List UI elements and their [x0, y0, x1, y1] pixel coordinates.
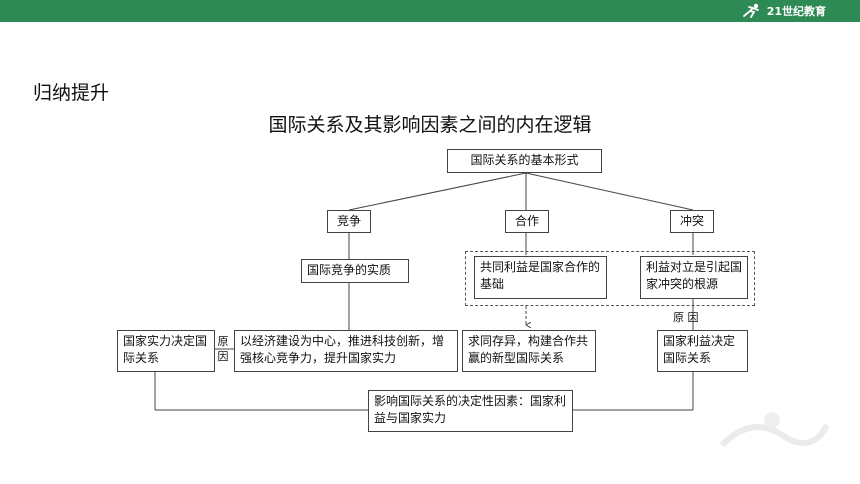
label-cause-left: 原因 — [217, 335, 229, 363]
node-strategy: 以经济建设为中心，推进科技创新，增强核心竞争力，提升国家实力 — [234, 330, 458, 372]
node-conflict-root: 利益对立是引起国家冲突的根源 — [640, 256, 748, 299]
section-heading: 归纳提升 — [33, 82, 110, 104]
node-root: 国际关系的基本形式 — [447, 149, 602, 173]
brand-logo-text: 21世纪教育 — [766, 5, 826, 18]
runner-icon — [742, 3, 759, 18]
node-strength-decides: 国家实力决定国际关系 — [117, 330, 215, 372]
node-coop-basis: 共同利益是国家合作的基础 — [474, 256, 607, 299]
top-bar: 21世纪教育 — [0, 0, 860, 22]
watermark-logo-icon — [719, 412, 830, 448]
watermark — [712, 405, 832, 463]
node-interest-decides: 国家利益决定国际关系 — [657, 330, 748, 372]
cooperation-conflict-dashed-group — [465, 251, 755, 306]
brand-logo: 21世纪教育 — [741, 2, 826, 20]
node-conflict: 冲突 — [670, 210, 714, 233]
label-cause-right: 原 因 — [673, 311, 699, 324]
node-compete: 竞争 — [327, 210, 371, 233]
diagram-title: 国际关系及其影响因素之间的内在逻辑 — [268, 114, 592, 136]
node-compete-essence: 国际竞争的实质 — [301, 259, 409, 283]
node-cooperate: 合作 — [505, 210, 549, 233]
node-decisive-factor: 影响国际关系的决定性因素：国家利益与国家实力 — [368, 390, 573, 432]
node-seek-common: 求同存异，构建合作共赢的新型国际关系 — [462, 330, 596, 372]
line-root-conflict — [525, 172, 694, 211]
line-root-compete — [348, 172, 527, 211]
